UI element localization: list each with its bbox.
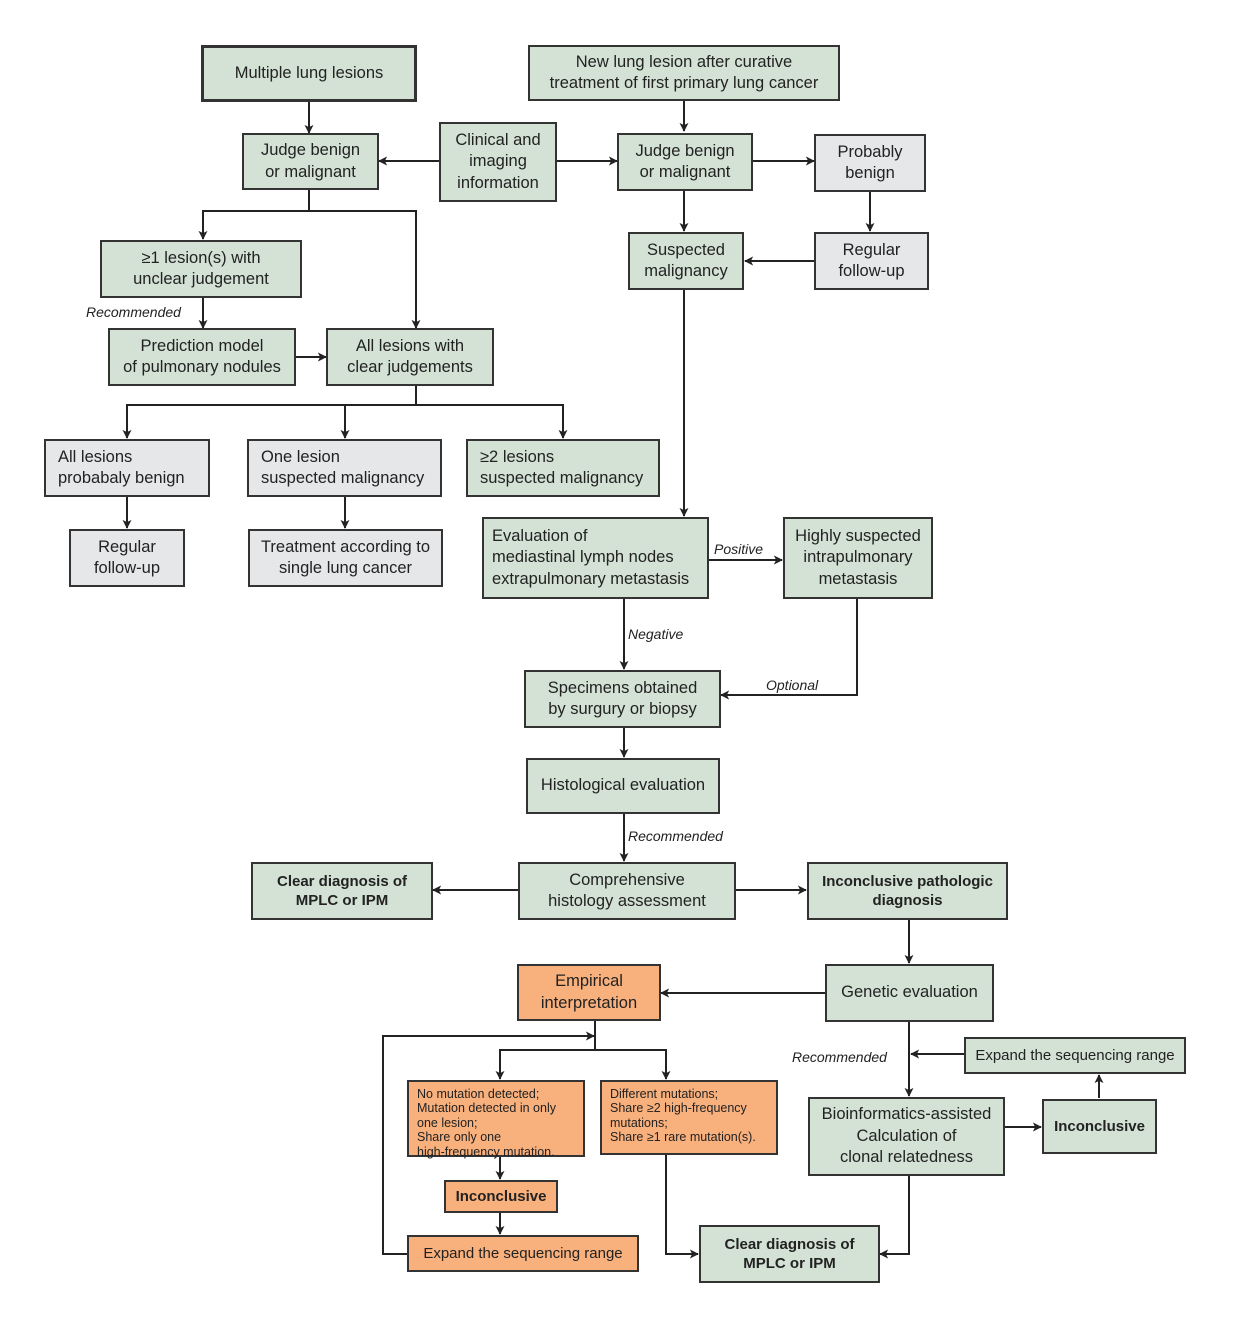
- edge-highly-to-specimens: [720, 598, 858, 700]
- node-all-benign: All lesions probabaly benign: [44, 439, 210, 497]
- edge-clear-split-right: [416, 404, 568, 439]
- node-expand-sequencing-left: Expand the sequencing range: [407, 1235, 639, 1272]
- node-empirical-interpretation: Empirical interpretation: [517, 964, 661, 1021]
- node-clear-judgements: All lesions with clear judgements: [326, 328, 494, 386]
- edge-label-negative: Negative: [628, 626, 684, 642]
- node-different-mutations: Different mutations; Share ≥2 high-frequ…: [600, 1080, 778, 1155]
- node-inconclusive-left: Inconclusive: [444, 1180, 558, 1213]
- node-multiple-lung-lesions: Multiple lung lesions: [201, 45, 417, 102]
- node-regular-followup-left: Regular follow-up: [69, 529, 185, 587]
- node-judge-left: Judge benign or malignant: [242, 133, 379, 190]
- node-unclear-judgement: ≥1 lesion(s) with unclear judgement: [100, 240, 302, 298]
- edge-empirical-split-right: [595, 1049, 671, 1080]
- node-specimens: Specimens obtained by surgury or biopsy: [524, 670, 721, 728]
- node-histological-evaluation: Histological evaluation: [526, 758, 720, 814]
- edge-clear-split-left: [122, 385, 417, 439]
- node-comprehensive-histology: Comprehensive histology assessment: [518, 862, 736, 920]
- node-clinical-imaging-info: Clinical and imaging information: [439, 122, 557, 202]
- node-highly-suspected: Highly suspected intrapulmonary metastas…: [783, 517, 933, 599]
- node-two-lesions: ≥2 lesions suspected malignancy: [466, 439, 660, 497]
- edge-judge-left-split: [198, 189, 310, 240]
- node-genetic-evaluation: Genetic evaluation: [825, 964, 994, 1022]
- node-inconclusive-right: Inconclusive: [1042, 1099, 1157, 1154]
- edge-label-recommended-3: Recommended: [792, 1049, 887, 1065]
- node-clear-diagnosis-bottom: Clear diagnosis of MPLC or IPM: [699, 1225, 880, 1283]
- node-inconclusive-pathologic: Inconclusive pathologic diagnosis: [807, 862, 1008, 920]
- node-clear-diagnosis-top: Clear diagnosis of MPLC or IPM: [251, 862, 433, 920]
- edge-label-positive: Positive: [714, 541, 764, 557]
- node-new-lung-lesion: New lung lesion after curative treatment…: [528, 45, 840, 101]
- edge-different-to-clear: [665, 1154, 699, 1259]
- node-one-lesion: One lesion suspected malignancy: [247, 439, 442, 497]
- node-suspected-malignancy: Suspected malignancy: [628, 232, 744, 290]
- edge-label-recommended-2: Recommended: [628, 828, 723, 844]
- node-no-mutation: No mutation detected; Mutation detected …: [407, 1080, 585, 1159]
- node-evaluation-lymph: Evaluation of mediastinal lymph nodes ex…: [482, 517, 709, 599]
- edge-label-optional: Optional: [766, 677, 819, 693]
- node-probably-benign: Probably benign: [814, 134, 926, 192]
- node-judge-right: Judge benign or malignant: [617, 133, 753, 191]
- node-regular-followup-right: Regular follow-up: [814, 232, 929, 290]
- edge-empirical-split-left: [495, 1020, 596, 1080]
- node-prediction-model: Prediction model of pulmonary nodules: [108, 328, 296, 386]
- edge-bioinfo-to-clear-bottom: [879, 1175, 910, 1259]
- node-treatment-single: Treatment according to single lung cance…: [248, 529, 443, 587]
- node-bioinformatics: Bioinformatics-assisted Calculation of c…: [808, 1097, 1005, 1176]
- edge-judge-left-to-clear: [309, 210, 421, 329]
- edge-label-recommended-1: Recommended: [86, 304, 181, 320]
- node-expand-sequencing-right: Expand the sequencing range: [964, 1037, 1186, 1074]
- edge-expand-loop: [382, 1031, 595, 1255]
